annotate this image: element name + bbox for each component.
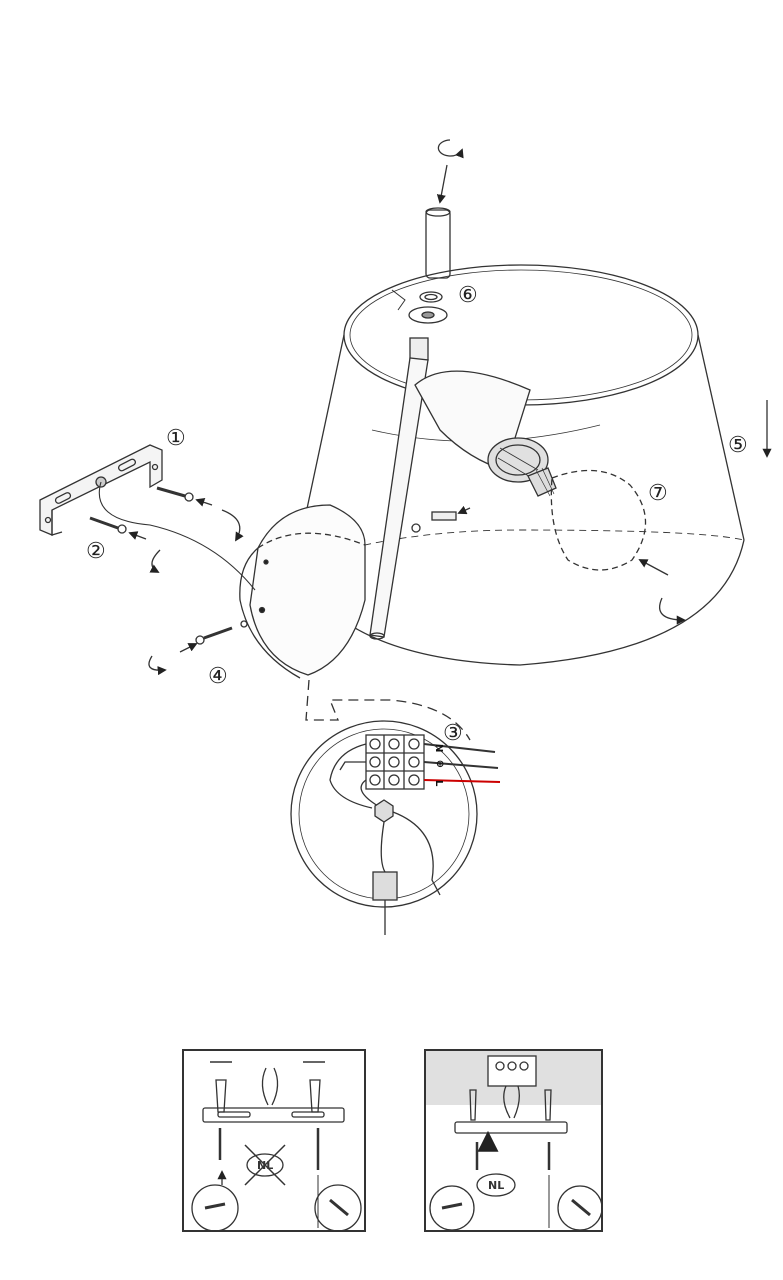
terminal-label-l: L: [433, 780, 444, 787]
backplate: [239, 504, 366, 679]
prohibited-cross-icon: [244, 1144, 286, 1186]
ceiling-panel-right: [424, 1049, 603, 1232]
side-screw: [411, 505, 471, 533]
push-arrow-icon: [436, 164, 448, 204]
callout-1: ①: [166, 426, 186, 451]
finial-assembly: [391, 139, 464, 324]
callout-3: ③: [443, 721, 463, 746]
mounting-bracket: [39, 444, 256, 591]
earth-nut: [374, 799, 394, 823]
washer: [419, 291, 443, 303]
callout-7: ⑦: [648, 481, 668, 506]
callout-5: ⑤: [728, 433, 748, 458]
callout-4: ④: [208, 664, 228, 689]
nl-label-right: NL: [488, 1179, 504, 1192]
ceiling-panel-left: [182, 1049, 366, 1232]
callout-2: ②: [86, 539, 106, 564]
rotate-arrow-icon: [658, 597, 686, 625]
rotate-arrow-icon: [148, 655, 167, 676]
rotate-arrow-icon: [437, 139, 464, 159]
terminal-label-earth: ⊕: [436, 759, 444, 770]
nl-label-left: NL: [257, 1159, 273, 1172]
finial: [425, 209, 451, 279]
cable-clamp: [372, 871, 398, 901]
wall-screws: [89, 486, 244, 573]
callout-6: ⑥: [458, 283, 478, 308]
plate: [408, 306, 448, 324]
wiring-detail: [290, 679, 501, 935]
bulb: [527, 467, 686, 625]
rotate-arrow-icon: [221, 509, 244, 542]
fixing-screw: [148, 620, 248, 676]
push-arrow-icon: [638, 559, 669, 576]
rod-tip: [409, 337, 429, 361]
rod-and-socket: [369, 337, 549, 640]
junction-box: [487, 1055, 537, 1087]
nl-badge: [246, 1153, 284, 1177]
terminal-label-n: N: [433, 744, 444, 752]
nl-badge: [476, 1173, 516, 1197]
terminal-block: [365, 734, 425, 790]
rotate-arrow-icon: [149, 549, 161, 573]
